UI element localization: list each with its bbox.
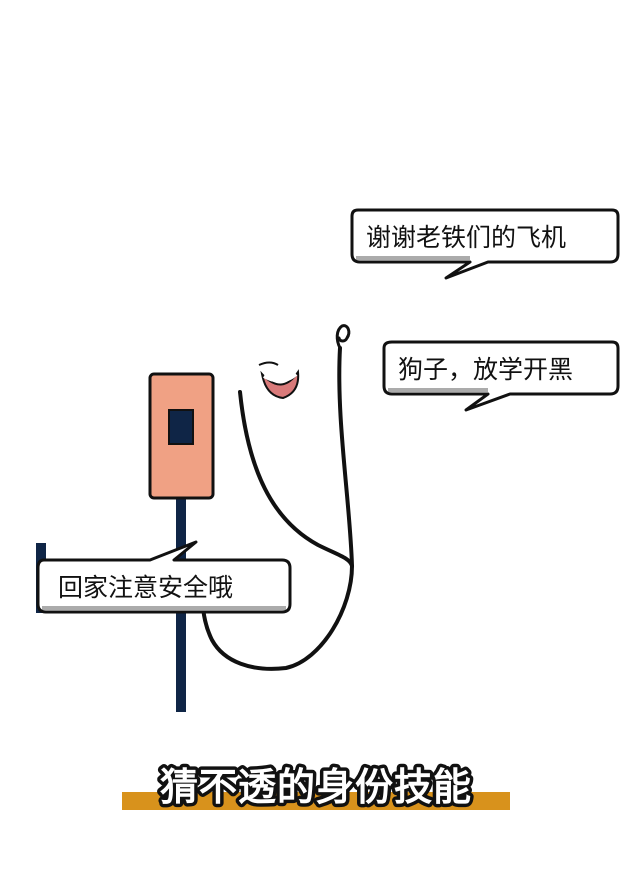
figure-outline-lower: [200, 564, 354, 671]
bubble-text-middle: 狗子，放学开黑: [398, 355, 573, 384]
bubble-text-top: 谢谢老铁们的飞机: [366, 223, 566, 252]
caption: 猜不透的身份技能: [122, 762, 510, 813]
speech-bubble-left: 回家注意安全哦: [36, 540, 292, 614]
bubble-text-left: 回家注意安全哦: [58, 573, 233, 602]
caption-text: 猜不透的身份技能: [160, 765, 472, 809]
hanging-cord: [337, 346, 354, 568]
speech-bubble-top: 谢谢老铁们的飞机: [350, 208, 620, 280]
hook-icon: [335, 324, 351, 350]
caption-highlight: [122, 792, 510, 810]
wall-box: [148, 372, 215, 500]
speech-bubble-middle: 狗子，放学开黑: [382, 340, 620, 412]
smile-mouth: [258, 361, 300, 400]
figure-outline: [238, 390, 354, 568]
